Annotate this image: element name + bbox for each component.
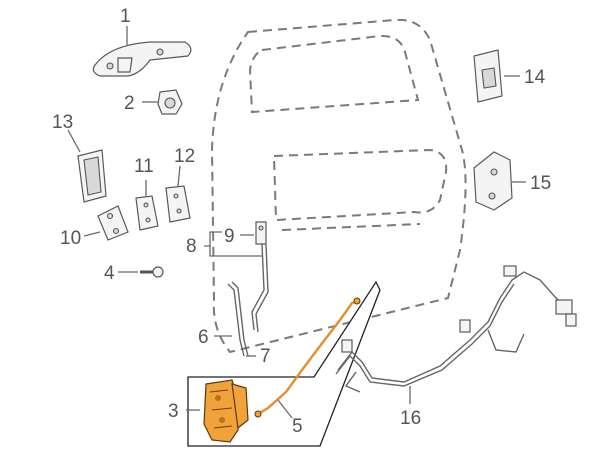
outside-handle-part	[92, 41, 192, 77]
gasket-part-12	[165, 185, 191, 223]
clip-part	[255, 221, 267, 245]
callout-3: 3	[168, 401, 179, 422]
lock-cable-part	[254, 297, 361, 418]
leader-8	[204, 231, 262, 257]
callout-16: 16	[400, 408, 421, 429]
callout-15: 15	[530, 173, 551, 194]
door-lock-actuator-part	[203, 379, 249, 443]
callout-13: 13	[52, 112, 73, 133]
callout-11: 11	[134, 156, 154, 177]
lock-rods	[227, 243, 269, 357]
callout-5: 5	[292, 416, 303, 437]
leader-10	[83, 231, 101, 237]
cover-part	[77, 149, 107, 203]
gasket-part-10	[97, 205, 129, 241]
handle-bezel-part	[157, 89, 183, 115]
callout-9: 9	[224, 226, 235, 247]
callout-7: 7	[260, 346, 271, 367]
striker-plate-part-15	[473, 151, 513, 211]
callout-6: 6	[198, 327, 209, 348]
callout-1: 1	[120, 6, 131, 27]
screw-part	[140, 266, 164, 278]
striker-bracket-part-14	[473, 49, 503, 103]
callout-12: 12	[174, 146, 195, 167]
door-outline	[210, 18, 467, 354]
leader-12	[177, 165, 181, 187]
callout-2: 2	[124, 93, 135, 114]
leader-13	[67, 129, 81, 153]
gasket-part-11	[135, 195, 159, 231]
callout-10: 10	[60, 228, 81, 249]
callout-14: 14	[524, 67, 546, 88]
callout-8: 8	[186, 236, 197, 257]
leader-5	[277, 399, 293, 419]
wiring-harness-part	[335, 265, 577, 393]
callout-4: 4	[104, 263, 115, 284]
